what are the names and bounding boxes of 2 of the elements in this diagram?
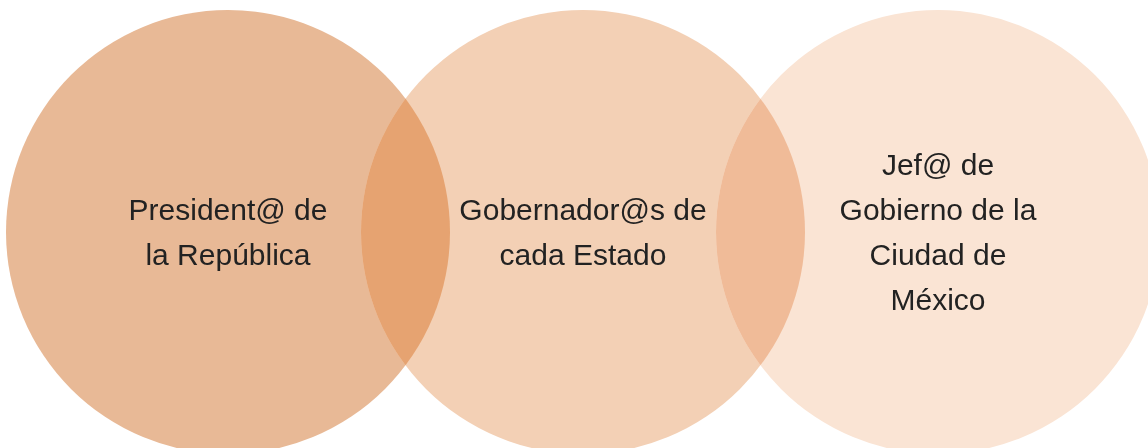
circle-label: Gobernador@s de cada Estado — [453, 187, 713, 277]
circle-label: President@ de la República — [113, 187, 343, 277]
